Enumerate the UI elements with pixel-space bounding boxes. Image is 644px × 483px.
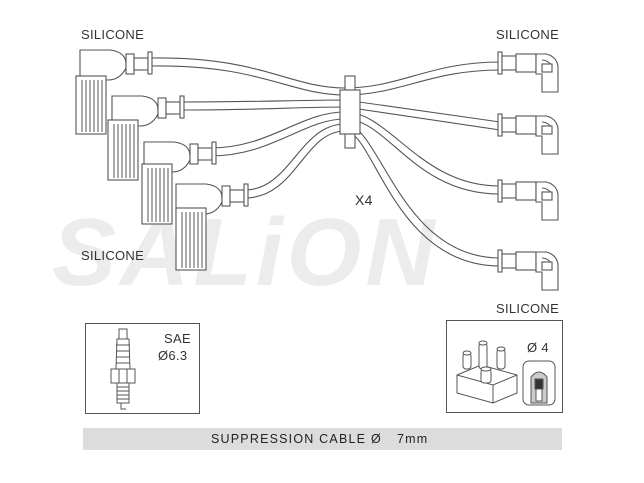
cable-separator-clip [339, 75, 361, 149]
brand-watermark: SALiON [52, 199, 439, 306]
coil-terminal-section-icon [522, 360, 556, 406]
plug-standard-label: SAE [164, 331, 191, 346]
cable-spec-label: SUPPRESSION CABLE [211, 432, 367, 446]
coil-detail-box: Ø 4 [446, 320, 563, 413]
spark-plug-boots-left [75, 49, 249, 271]
spark-plug-detail-box: SAE Ø6.3 [85, 323, 200, 414]
label-silicone-top-right: SILICONE [496, 27, 560, 42]
distributor-cap-icon [456, 340, 518, 404]
plug-diameter-label: Ø6.3 [158, 348, 188, 363]
coil-diameter-label: Ø 4 [527, 340, 549, 355]
label-silicone-top-left: SILICONE [81, 27, 145, 42]
label-silicone-mid-right: SILICONE [496, 301, 560, 316]
label-quantity: X4 [355, 192, 373, 208]
distributor-boots-right [497, 51, 559, 291]
label-silicone-mid-left: SILICONE [81, 248, 145, 263]
cable-diameter-symbol: Ø [371, 432, 382, 446]
cable-diameter-value: 7mm [397, 432, 429, 446]
spark-plug-icon [110, 328, 136, 410]
cable-spec-bar: SUPPRESSION CABLE Ø 7mm [83, 428, 562, 450]
